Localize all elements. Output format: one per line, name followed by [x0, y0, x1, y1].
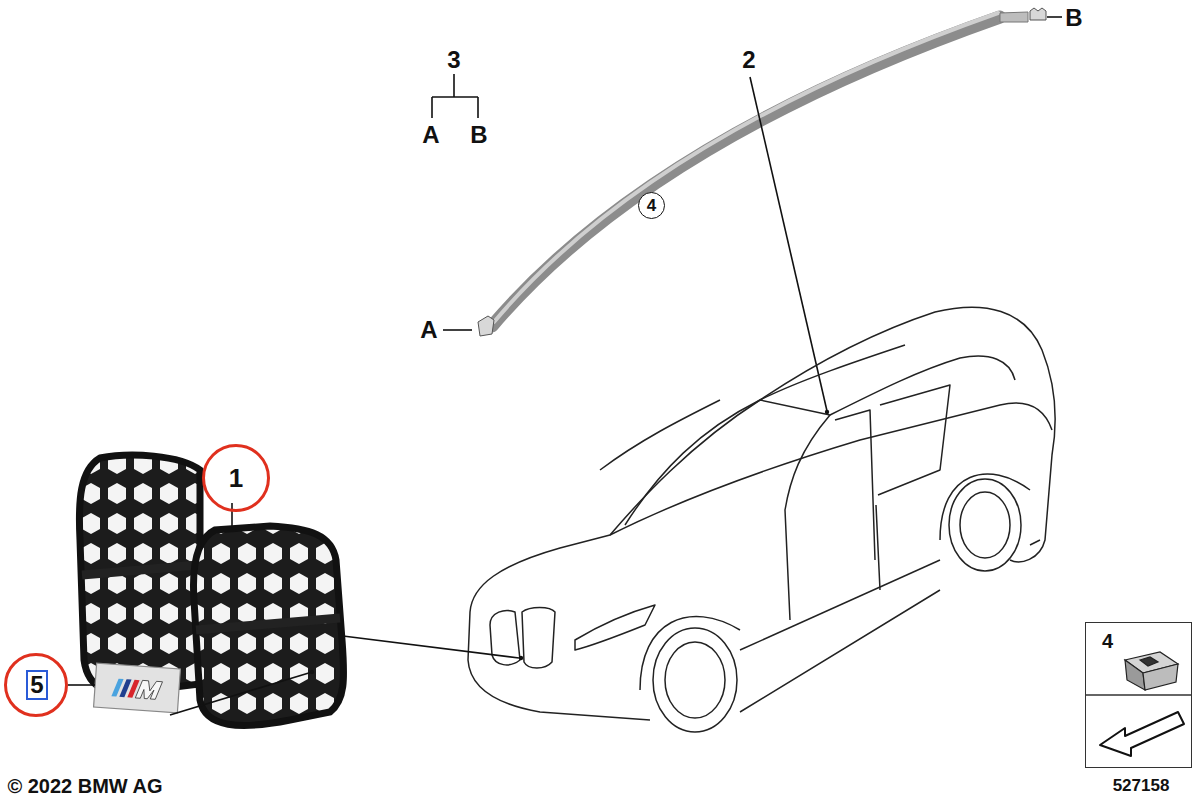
- sub-part-letter: B: [470, 123, 487, 147]
- legend-panel: 4: [1085, 622, 1192, 768]
- callout-circle: 1: [202, 444, 270, 512]
- callout-circle: 4: [638, 192, 665, 219]
- callout-circle: 5: [4, 653, 68, 717]
- sub-part-letter: A: [422, 123, 439, 147]
- sub-part-letter: B: [1065, 6, 1082, 30]
- callout-number: 5: [26, 670, 47, 700]
- callout-number: 2: [742, 48, 755, 72]
- callout-number: 4: [1102, 631, 1113, 651]
- diagram-number: 527158: [1113, 777, 1170, 794]
- copyright-note: © 2022 BMW AG: [7, 776, 162, 796]
- callout-number: 3: [447, 48, 460, 72]
- sub-part-letter: A: [420, 318, 437, 342]
- callout-number: 4: [647, 197, 656, 214]
- callout-number: 1: [229, 465, 243, 491]
